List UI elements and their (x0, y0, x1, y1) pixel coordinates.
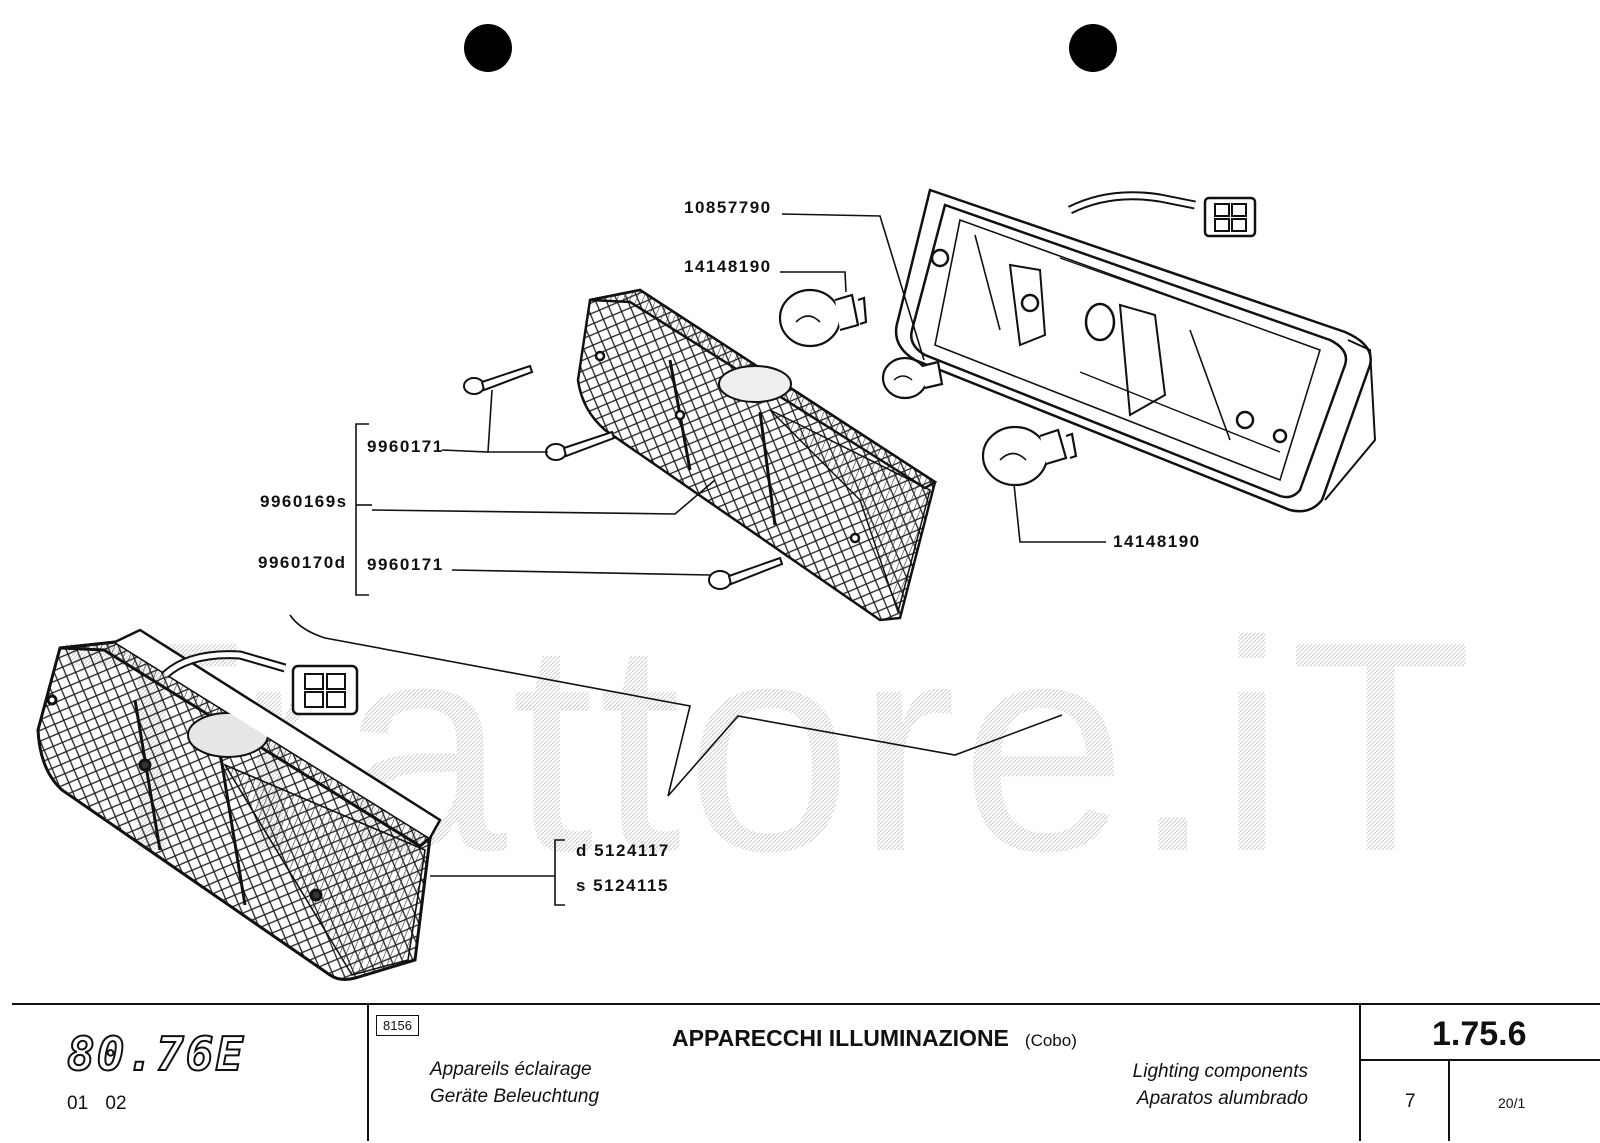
title-spanish: Aparatos alumbrado (1136, 1088, 1308, 1109)
lamp-housing (894, 188, 1377, 513)
callout-9960169s: 9960169s (260, 492, 348, 511)
sheet-date: 20/1 (1498, 1095, 1526, 1111)
divider (1359, 1059, 1600, 1061)
callout-10857790: 10857790 (684, 198, 772, 217)
housing-connector (1067, 191, 1257, 238)
title-german: Geräte Beleuchtung (430, 1086, 600, 1107)
screw-middle (545, 430, 616, 461)
callout-9960171-lower: 9960171 (367, 555, 444, 574)
sheet-number: 7 (1405, 1091, 1416, 1112)
stop-bulb-top (778, 288, 868, 348)
small-bulb (881, 356, 944, 400)
binder-hole-right (1069, 24, 1117, 72)
callout-9960171-upper: 9960171 (367, 437, 444, 456)
assembled-connector (161, 650, 359, 716)
screw-bottom (708, 556, 784, 590)
stop-bulb-right (981, 425, 1078, 487)
model-versions: 01 02 (67, 1093, 127, 1114)
model-logo: 80.76E (66, 1026, 246, 1082)
lamp-lens-exploded (576, 288, 938, 622)
divider (1359, 1005, 1361, 1141)
callout-14148190-top: 14148190 (684, 257, 772, 276)
callout-d5124117: d 5124117 (576, 841, 670, 860)
drawing-code: 8156 (376, 1015, 419, 1036)
page-number: 1.75.6 (1432, 1015, 1527, 1053)
callout-14148190-right: 14148190 (1113, 532, 1201, 551)
screw-top (463, 364, 534, 395)
title-block: 80.76E 01 02 8156 APPARECCHI ILLUMINAZIO… (12, 1003, 1600, 1143)
divider (367, 1005, 369, 1141)
callout-9960170d: 9960170d (258, 553, 347, 572)
divider (1448, 1059, 1450, 1141)
binder-hole-left (464, 24, 512, 72)
leader-lines (289, 213, 1106, 906)
lamp-assembled (36, 628, 442, 981)
title-french: Appareils éclairage (430, 1059, 592, 1080)
title-english: Lighting components (1132, 1061, 1308, 1082)
brand-name: (Cobo) (1024, 1031, 1077, 1050)
title-italian-text: APPARECCHI ILLUMINAZIONE (672, 1025, 1009, 1051)
callout-s5124115: s 5124115 (576, 876, 669, 895)
title-italian: APPARECCHI ILLUMINAZIONE (Cobo) (672, 1025, 1077, 1052)
